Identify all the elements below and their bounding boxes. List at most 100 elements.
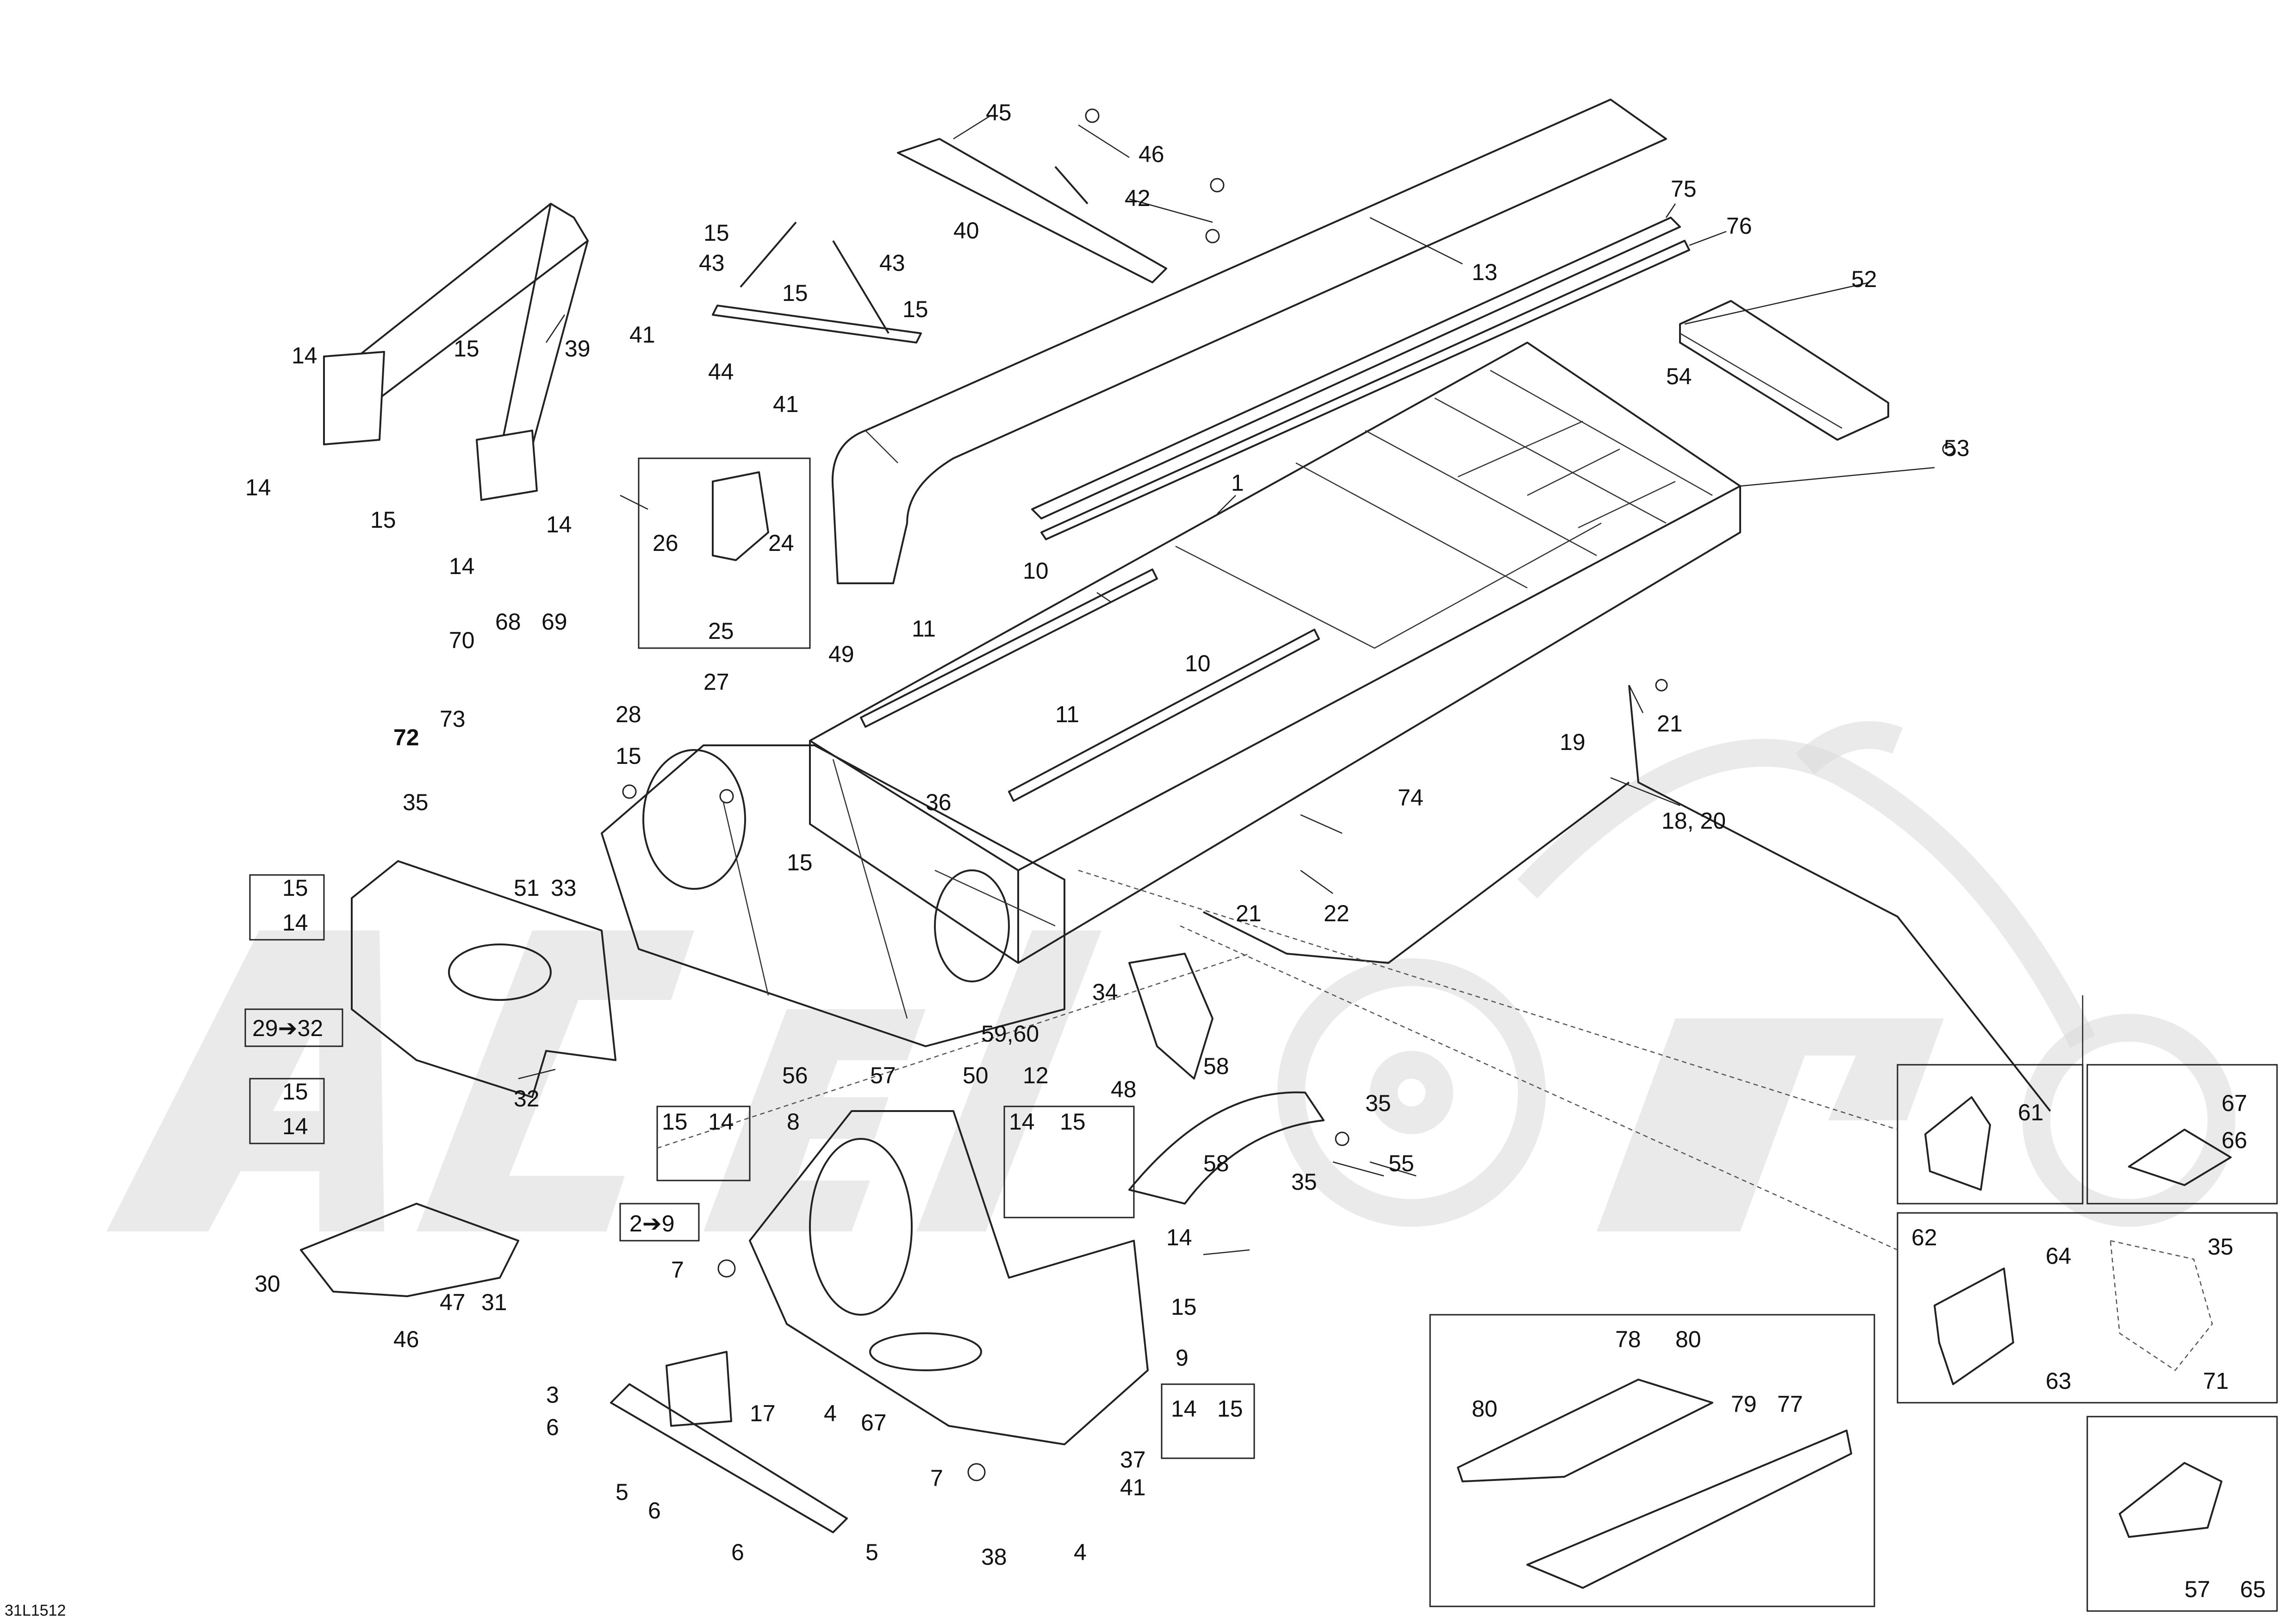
callout-31: 31 — [481, 1289, 507, 1315]
inset-box-15-14-a — [249, 874, 325, 941]
reference-dashed-lines — [657, 869, 1898, 1251]
callout-70: 70 — [449, 627, 475, 653]
callout-33: 33 — [551, 875, 577, 901]
callout-14: 14 — [449, 553, 475, 579]
front-suspension-frame-part — [749, 1110, 1149, 1445]
callout-64: 64 — [2046, 1243, 2072, 1269]
callout-14: 14 — [292, 343, 317, 369]
callout-65: 65 — [2240, 1576, 2266, 1602]
callout-53: 53 — [1944, 435, 1970, 461]
callout-15: 15 — [282, 875, 308, 901]
callout-15: 15 — [782, 280, 808, 306]
callout-62: 62 — [1911, 1224, 1937, 1250]
callout-14: 14 — [546, 512, 572, 537]
callout-38: 38 — [981, 1544, 1007, 1570]
callout-14: 14 — [282, 1113, 308, 1139]
callout-14: 14 — [1171, 1396, 1197, 1422]
fastener-hardware — [622, 108, 1955, 1481]
slide-rail-part — [860, 568, 1320, 802]
callout-41: 41 — [773, 391, 799, 417]
callout-10: 10 — [1023, 558, 1049, 584]
callout-74: 74 — [1398, 785, 1424, 811]
inset-box-66-67 — [2086, 1064, 2278, 1205]
callout-11: 11 — [1055, 701, 1079, 727]
callout-48: 48 — [1111, 1076, 1137, 1102]
callout-69: 69 — [541, 609, 567, 635]
callout-80: 80 — [1675, 1326, 1701, 1352]
inset-box-62-71 — [1897, 1212, 2278, 1404]
callout-35: 35 — [1365, 1090, 1391, 1116]
callout-66: 66 — [2221, 1127, 2247, 1153]
callout-43: 43 — [699, 250, 725, 276]
callout-15: 15 — [902, 296, 928, 322]
footrest-rail-part — [1203, 685, 2051, 1112]
watermark-logo — [106, 721, 2235, 1231]
callout-3: 3 — [546, 1382, 559, 1408]
callout-46: 46 — [1139, 141, 1164, 167]
inset-box-29-32 — [244, 1008, 343, 1047]
callout-79: 79 — [1731, 1391, 1757, 1417]
callout-25: 25 — [708, 618, 734, 644]
skid-plate-77-part — [1526, 1430, 1852, 1589]
callout-15: 15 — [282, 1079, 308, 1105]
inset-box-2-9 — [619, 1203, 700, 1242]
callout-6: 6 — [648, 1498, 661, 1524]
callout-15: 15 — [1060, 1109, 1086, 1135]
callout-35: 35 — [2208, 1234, 2234, 1260]
callout-35: 35 — [1291, 1169, 1317, 1195]
callout-72: 72 — [393, 725, 419, 750]
callout-10: 10 — [1185, 650, 1211, 676]
tunnel-frame-part — [809, 342, 1741, 964]
callout-71: 71 — [2203, 1368, 2229, 1394]
callout-21: 21 — [1657, 711, 1683, 737]
callout-9: 9 — [1176, 1345, 1188, 1371]
callout-41: 41 — [1120, 1474, 1146, 1500]
callout-5: 5 — [616, 1479, 628, 1505]
steering-rod-part — [712, 138, 1167, 344]
inset-box-61 — [1897, 1064, 2084, 1205]
callout-34: 34 — [1092, 979, 1118, 1005]
callout-50: 50 — [963, 1062, 989, 1088]
callout-15: 15 — [616, 743, 641, 769]
callout-22: 22 — [1324, 900, 1350, 926]
callout-37: 37 — [1120, 1447, 1146, 1473]
callout-6: 6 — [546, 1414, 559, 1440]
callout-6: 6 — [731, 1539, 744, 1565]
callout-56: 56 — [782, 1062, 808, 1088]
callout-78: 78 — [1615, 1326, 1641, 1352]
callout-68: 68 — [495, 609, 521, 635]
callout-29-32: 29➔32 — [252, 1015, 323, 1041]
skid-plate-78-part — [1457, 1379, 1713, 1482]
callout-80: 80 — [1472, 1396, 1498, 1422]
skid-plate-part — [610, 1351, 848, 1533]
callout-15: 15 — [703, 220, 729, 246]
callout-40: 40 — [953, 218, 979, 244]
callout-18-20: 18, 20 — [1661, 808, 1726, 834]
callout-32: 32 — [514, 1086, 540, 1112]
inset-frame — [638, 457, 811, 649]
callout-labels: 45 46 42 15 43 15 43 40 75 76 13 52 41 1… — [245, 100, 2266, 1602]
callout-14: 14 — [1166, 1224, 1192, 1250]
callout-52: 52 — [1851, 266, 1877, 292]
inset-box-14-15-e — [1161, 1383, 1255, 1459]
callout-21: 21 — [1236, 900, 1262, 926]
callout-15: 15 — [370, 507, 396, 533]
callout-19: 19 — [1560, 729, 1586, 755]
drawing-reference-number: 31L1512 — [5, 1602, 66, 1619]
callout-14: 14 — [245, 475, 271, 500]
inset-box-15-14-b — [249, 1078, 325, 1144]
inset-box-57-65 — [2086, 1416, 2278, 1612]
callout-39: 39 — [565, 336, 591, 362]
callout-26: 26 — [653, 530, 678, 556]
front-chassis-part — [601, 744, 1065, 1047]
rear-frame-bracket-part — [1128, 953, 1325, 1205]
callout-45: 45 — [986, 100, 1012, 125]
front-bulkhead-part — [351, 860, 616, 1098]
callout-49: 49 — [828, 641, 854, 667]
tunnel-cover-part — [831, 99, 1667, 584]
callout-57: 57 — [870, 1062, 896, 1088]
callout-15: 15 — [662, 1109, 688, 1135]
callout-42: 42 — [1125, 185, 1151, 211]
callout-24: 24 — [768, 530, 794, 556]
rear-bracket-part — [1679, 300, 1889, 441]
